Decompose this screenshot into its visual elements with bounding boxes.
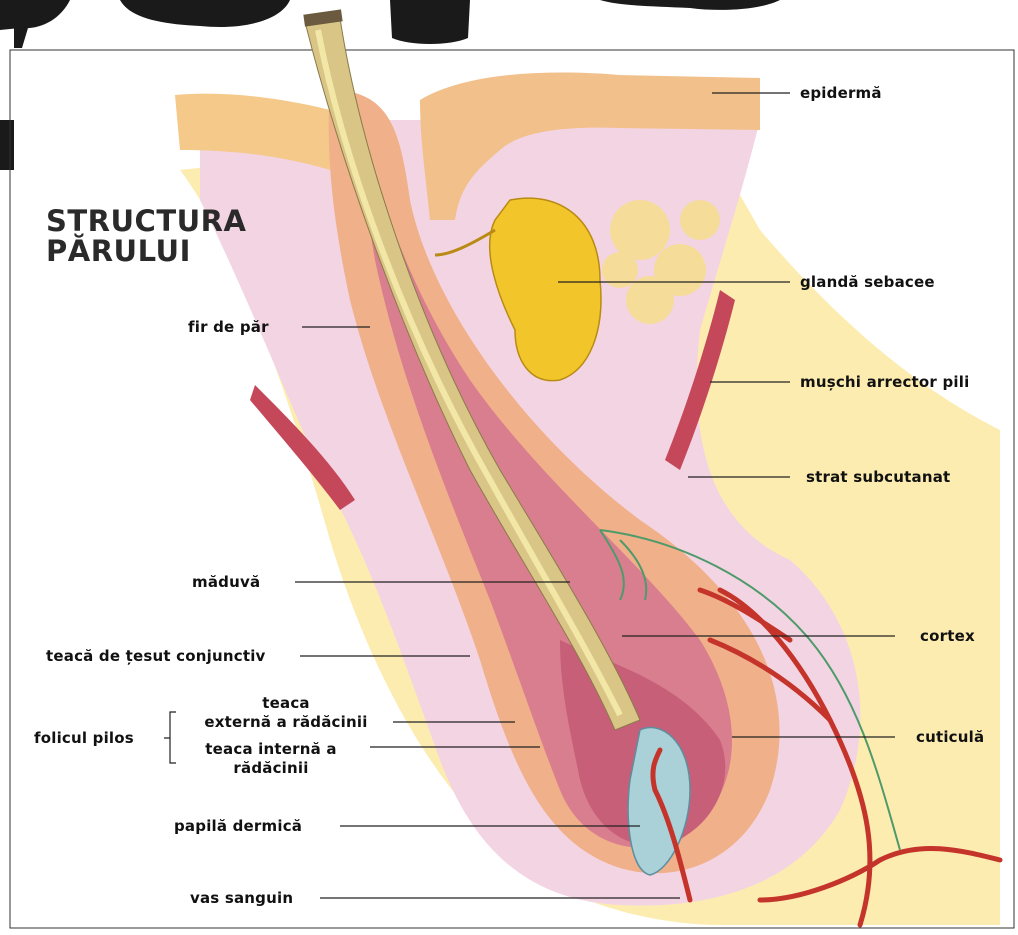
header-fragment	[14, 28, 28, 48]
label-fir-de-par: fir de păr	[188, 318, 269, 336]
label-strat-subcutanat: strat subcutanat	[806, 468, 950, 486]
label-cortex: cortex	[920, 627, 975, 645]
diagram-title: STRUCTURA PĂRULUI	[46, 206, 246, 266]
header-fragment	[600, 0, 780, 10]
label-glanda-sebacee: glandă sebacee	[800, 273, 935, 291]
label-papila-dermica: papilă dermică	[174, 817, 302, 835]
header-fragment	[0, 120, 14, 170]
label-teaca-externa-line2: externă a rădăcinii	[186, 713, 386, 731]
header-fragment	[390, 0, 470, 44]
label-muschi-arrector-pili: mușchi arrector pili	[800, 373, 969, 391]
label-teaca-externa-line1: teaca	[186, 694, 386, 712]
label-folicul-pilos: folicul pilos	[34, 729, 134, 747]
header-fragment	[0, 0, 70, 30]
label-cuticula: cuticulă	[916, 728, 984, 746]
header-fragment	[120, 0, 290, 27]
label-teaca-tesut-conjunctiv: teacă de țesut conjunctiv	[46, 647, 266, 665]
label-vas-sanguin: vas sanguin	[190, 889, 293, 907]
folicul-bracket	[164, 712, 176, 763]
diagram-title-line2: PĂRULUI	[46, 236, 246, 266]
label-maduva: măduvă	[192, 573, 260, 591]
label-epiderma: epidermă	[800, 84, 882, 102]
label-teaca-interna-line1: teaca internă a	[186, 740, 356, 758]
label-teaca-interna-line2: rădăcinii	[186, 759, 356, 777]
diagram-title-line1: STRUCTURA	[46, 206, 246, 236]
